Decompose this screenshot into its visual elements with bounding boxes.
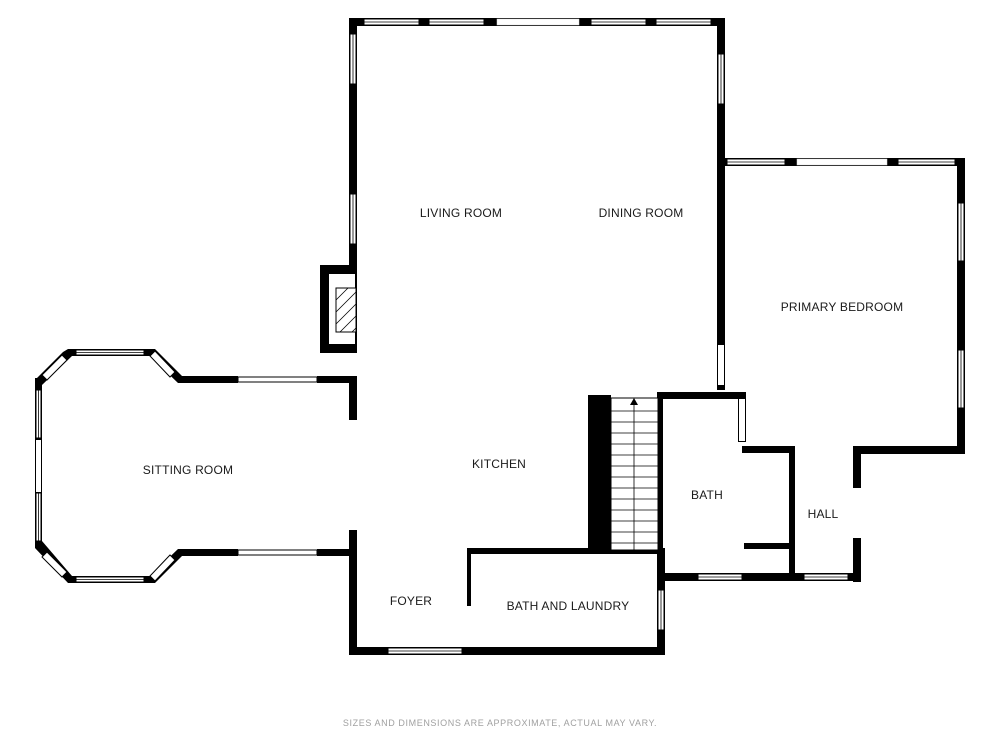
windows: [349, 18, 965, 655]
label-sitting-room: SITTING ROOM: [143, 463, 233, 477]
label-bath-and-laundry: BATH AND LAUNDRY: [507, 599, 630, 613]
label-dining-room: DINING ROOM: [599, 206, 684, 220]
label-bath: BATH: [691, 488, 723, 502]
label-foyer: FOYER: [390, 594, 432, 608]
main-walls: [349, 18, 725, 655]
disclaimer-text: SIZES AND DIMENSIONS ARE APPROXIMATE, AC…: [343, 718, 657, 728]
fireplace: [320, 265, 357, 353]
staircase: [588, 395, 659, 553]
label-living-room: LIVING ROOM: [420, 206, 502, 220]
label-primary-bedroom: PRIMARY BEDROOM: [781, 300, 904, 314]
room-labels: LIVING ROOM DINING ROOM PRIMARY BEDROOM …: [143, 206, 903, 613]
label-hall: HALL: [808, 507, 839, 521]
sitting-room-windows: [35, 349, 318, 583]
label-kitchen: KITCHEN: [472, 457, 526, 471]
